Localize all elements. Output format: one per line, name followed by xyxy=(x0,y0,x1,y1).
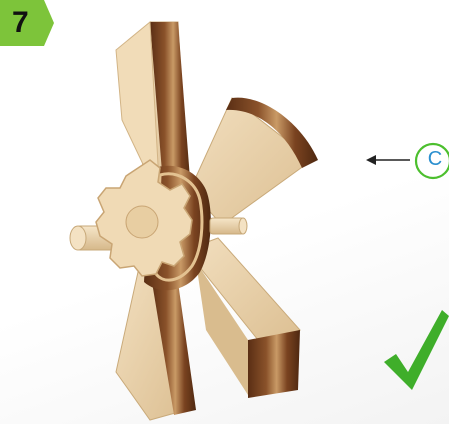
blade-bottom xyxy=(116,268,196,420)
checkmark-icon xyxy=(384,310,449,392)
callout-c: C xyxy=(360,140,449,188)
axle-dowel-right xyxy=(210,218,247,234)
callout-letter: C xyxy=(423,148,447,171)
